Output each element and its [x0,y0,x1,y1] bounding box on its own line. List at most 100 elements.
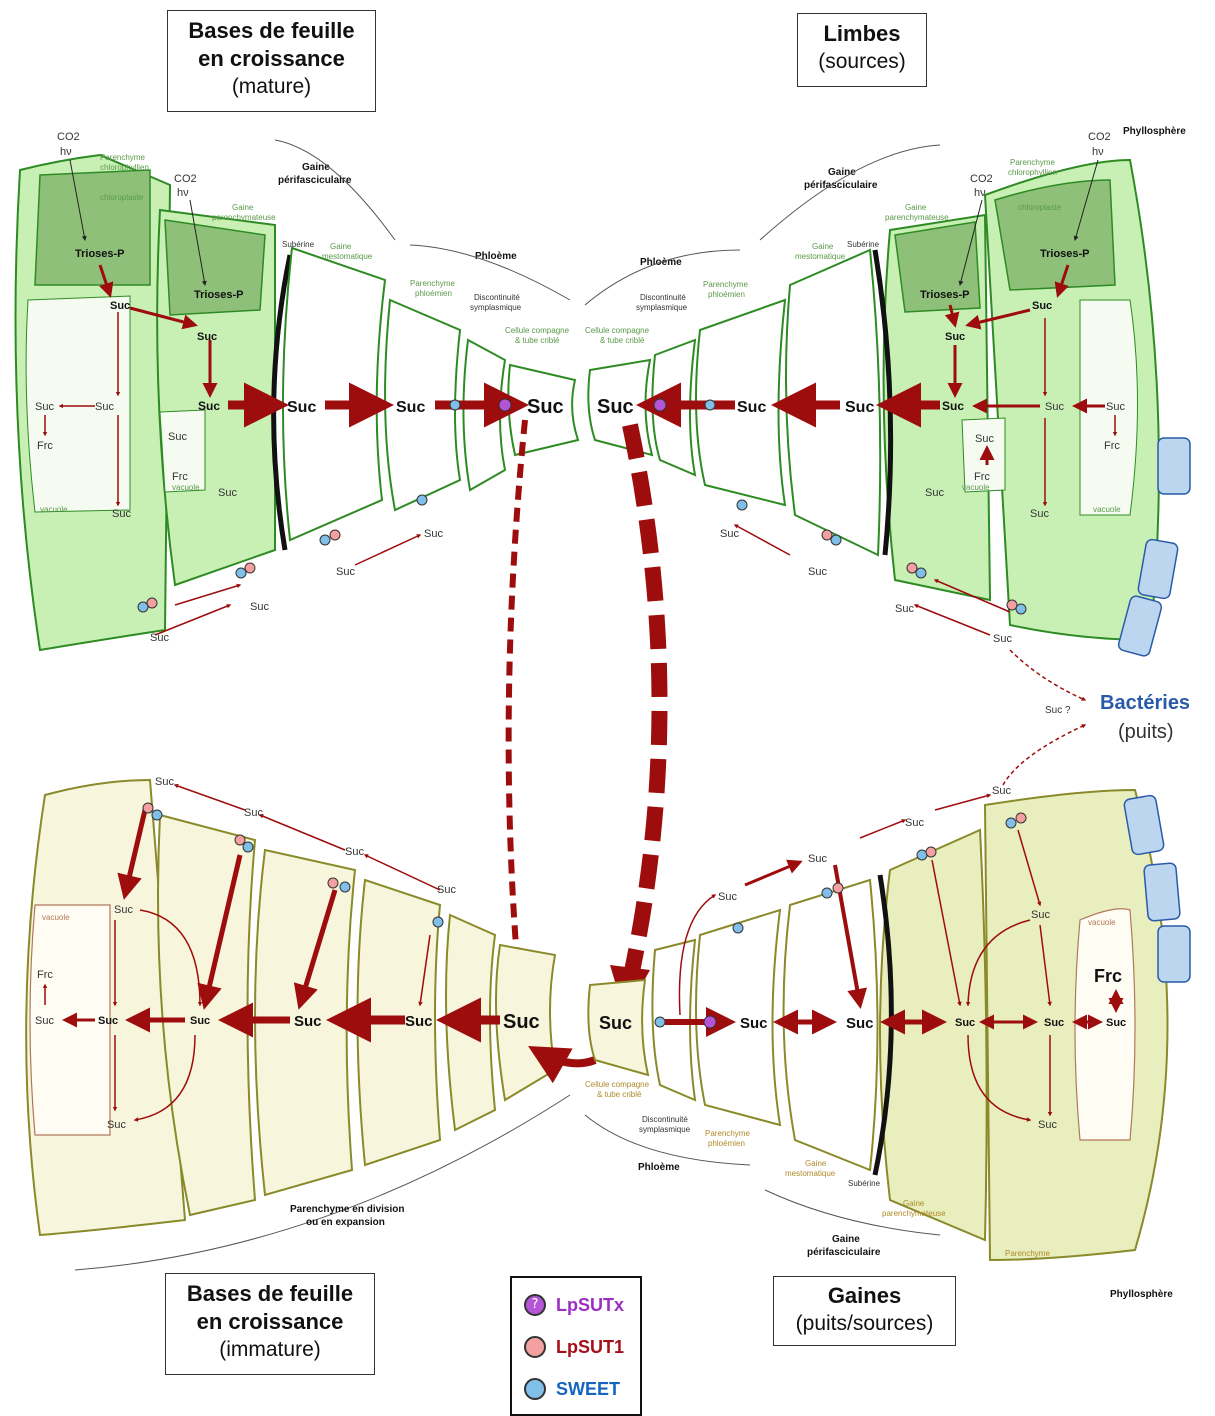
title-mature-line1: Bases de feuille [188,18,355,43]
panel-mature: CO2 hν CO2 hν Parenchyme chlorophyllien … [14,131,580,652]
legend: ? LpSUTx LpSUT1 SWEET [510,1276,642,1416]
label-gaine-par-l2: parenchymateuse [212,213,276,222]
suc-br-7: Suc [718,891,737,903]
title-mature-line3: (mature) [231,75,312,98]
vacuole-right [1079,299,1138,516]
sweet-dot-br-2 [732,922,744,934]
label-vacuole-tl-2: vacuole [172,483,200,492]
suc-tr-4: Suc [845,399,874,416]
label-disc-tr-2: symplasmique [636,303,688,312]
arrow-down-bl-1 [293,889,338,1010]
label-disc-tl-2: symplasmique [470,303,522,312]
label-par-div-2: ou en expansion [306,1217,385,1228]
frc-tl-1: Frc [37,440,53,452]
arrow-loop-br-2 [967,1034,1032,1122]
label-vacuole-br: vacuole [1088,918,1116,927]
lpsut1-dot-br-3 [1015,812,1027,824]
suc-tr-5: Suc [737,399,766,416]
bacterium-5 [1143,862,1181,922]
arrow-up-br-5 [934,793,992,811]
label-phloeme-br: Phloème [638,1162,680,1173]
suc-tl-15: Suc [150,632,169,644]
arrow-return-tl-3 [154,604,232,636]
legend-item-lpsutx: ? LpSUTx [524,1292,624,1318]
suc-br-6: Suc [1106,1017,1126,1029]
label-par-chloro-l1: Parenchyme [100,153,145,162]
bracket-phloem-br [584,1114,751,1166]
label-par-div-1: Parenchyme en division [290,1204,405,1215]
suc-bl-12: Suc [107,1119,126,1131]
sweet-dot-bl-3 [339,881,351,893]
cell-mestome-left [281,246,387,542]
suc-tl-2: Suc [197,331,217,343]
label-disc-tl-1: Discontinuité [474,293,520,302]
label-par-phloem-tr-1: Parenchyme [703,280,748,289]
label-par-chloro-tr-1: Parenchyme [1010,158,1055,167]
lpsut1-dot-bl-2 [234,834,246,846]
suc-br-11: Suc [1031,909,1050,921]
arrow-loop-br-1 [965,919,1031,1007]
label-disc-tr-1: Discontinuité [640,293,686,302]
sweet-dot-tr-1 [704,399,716,411]
label-par-phloem-tr-2: phloémien [708,290,745,299]
sweet-dot-br-5 [1005,817,1017,829]
suc-tl-7: Suc [527,396,564,418]
suc-br-12: Suc [1038,1119,1057,1131]
suc-tr-8: Suc [1106,401,1125,413]
label-disc-br-1: Discontinuité [642,1115,688,1124]
suc-tr-1: Suc [1032,300,1052,312]
suc-tr-12: Suc [720,528,739,540]
title-immature-line1: Bases de feuille [186,1281,354,1306]
panel-gaines: Suc Suc Suc Suc Suc Suc Frc Suc Suc Suc … [584,785,1191,1300]
label-suberine-br: Subérine [848,1179,881,1188]
label-gaine-peri-br-2: périfasciculaire [807,1247,881,1258]
legend-item-sweet: SWEET [524,1376,620,1402]
sweet-dot-bl-2 [242,841,254,853]
legend-item-lpsut1: LpSUT1 [524,1334,624,1360]
suc-br-4: Suc [955,1017,975,1029]
arrow-loop-bl-2 [133,1034,196,1122]
suc-tr-11: Suc [1030,508,1049,520]
bacterium-2 [1137,538,1179,600]
cell-immature-3 [254,848,357,1197]
sweet-dot-tl-5 [137,601,149,613]
suc-br-9: Suc [905,817,924,829]
label-bacteries: Bactéries [1100,692,1190,714]
bacterium-4 [1123,794,1165,856]
sweet-dot-tr-5 [1015,603,1027,615]
arrow-suc-bundle-tl [129,306,198,330]
suc-tr-3: Suc [942,399,964,413]
suc-bl-7: Suc [98,1015,118,1027]
suc-bl-8: Suc [190,1015,210,1027]
suc-br-1: Suc [599,1013,632,1033]
title-mature-line2: en croissance [198,46,345,71]
suc-bl-4: Suc [437,884,456,896]
sweet-dot-tr-3 [830,534,842,546]
frc-br-1: Frc [1094,966,1122,986]
label-gaine-peri-tr-1: Gaine [828,167,856,178]
bracket-gaine-br [764,1189,941,1236]
arrow-down-bl-2 [197,854,243,1010]
lpsut1-dot-tl-2 [244,562,256,574]
lpsutx-dot-br [703,1015,717,1029]
arrow-to-bacteria-top [1009,649,1087,701]
lpsutx-dot-tl [498,398,512,412]
label-gaine-mest-tl-1: Gaine [330,242,352,251]
vacuole-left-2 [159,409,206,493]
label-hv-left: hν [60,146,72,158]
label-vacuole-tl: vacuole [40,505,68,514]
label-vacuole-bl: vacuole [42,913,70,922]
label-par-phloem-tl-1: Parenchyme [410,279,455,288]
suc-bl-2: Suc [244,807,263,819]
vacuole-left [25,295,131,513]
arrow-up-bl-1 [363,854,441,891]
title-limbes-line2: (sources) [818,50,906,73]
title-box-gaines: Gaines (puits/sources) [773,1276,956,1346]
label-cellule-tr-2: & tube criblé [600,336,645,345]
cell-phloem-parenchyma-right [695,298,787,507]
frc-tr-2: Frc [974,471,990,483]
chloroplast-left-2 [164,219,266,316]
cell-immature-2 [157,813,257,1217]
label-par-chloro-tr-2: chlorophyllien [1008,168,1057,177]
